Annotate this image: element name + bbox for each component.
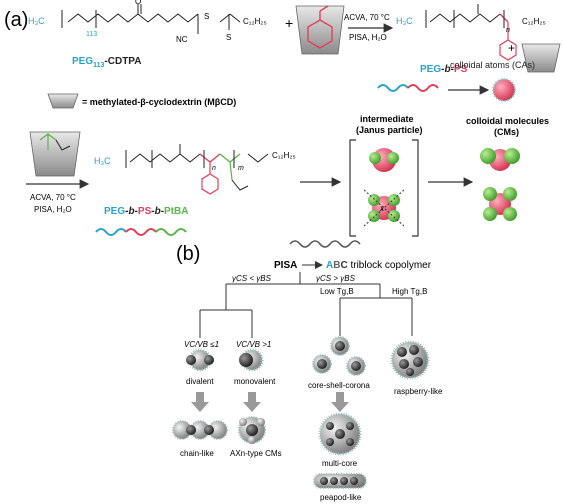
grey-arrow-2 bbox=[243, 392, 261, 412]
cond-left: γCS < γBS bbox=[232, 274, 272, 283]
peg-b-ps-structure bbox=[425, 4, 517, 61]
abc-wavy-chain bbox=[289, 240, 361, 248]
peapod-label: peapod-like bbox=[320, 493, 362, 502]
chain-like-label: chain-like bbox=[180, 449, 214, 458]
core-shell-label: core-shell-corona bbox=[308, 381, 370, 390]
nc-label: NC bbox=[176, 35, 188, 44]
cond2-a: ACVA, 70 °C bbox=[30, 193, 76, 202]
mbcd-legend-icon bbox=[47, 93, 79, 109]
pisa-label: PISA bbox=[274, 260, 297, 271]
cond2-b: PISA, H₂O bbox=[34, 205, 72, 214]
axn-label: AXn-type CMs bbox=[230, 449, 282, 458]
intermediate-title-1: intermediate bbox=[360, 114, 414, 124]
peg-cdtpa-structure bbox=[61, 4, 241, 34]
raspberry-particle bbox=[390, 340, 430, 380]
cond-right: γCS > γBS bbox=[316, 274, 356, 283]
cm-title-2: (CMs) bbox=[494, 127, 519, 137]
intermediate-title-2: (Janus particle) bbox=[356, 125, 423, 135]
product1-label: PEG-b-PS bbox=[420, 64, 468, 75]
panel-a-label: (a) bbox=[4, 9, 28, 31]
reactant1-label: PEG113-CDTPA bbox=[72, 56, 141, 69]
multi-core-label: multi-core bbox=[322, 459, 358, 468]
divalent-particle bbox=[186, 348, 214, 372]
low-tg: Low Tg,B bbox=[320, 287, 354, 296]
product2-label: PEG-b-PS-b-PtBA bbox=[104, 206, 188, 217]
ca-label: colloidal atoms (CAs) bbox=[450, 60, 535, 70]
m-subscript: m bbox=[238, 165, 244, 172]
raspberry-label: raspberry-like bbox=[394, 387, 443, 396]
triblock-ps-part bbox=[125, 228, 157, 236]
peapod-particle bbox=[313, 473, 367, 489]
colloidal-molecule-1 bbox=[480, 148, 520, 171]
colloidal-atom bbox=[492, 78, 516, 102]
janus-particle-bottom bbox=[363, 189, 405, 227]
cond1-b: PISA, H₂O bbox=[349, 33, 387, 42]
triblock-peg-part bbox=[95, 228, 127, 236]
h3c-label-2: H₃C bbox=[396, 16, 413, 26]
abc-copolymer-label: ABC triblock copolymer bbox=[326, 260, 432, 271]
h3c-label-3: H₃C bbox=[94, 156, 111, 166]
monovalent-label: monovalent bbox=[234, 377, 276, 386]
divalent-label: divalent bbox=[186, 377, 214, 386]
o-atom: O bbox=[135, 0, 141, 6]
s-atom: S bbox=[204, 12, 209, 21]
ps-chain-part bbox=[407, 84, 439, 92]
chain-like-cores bbox=[186, 425, 214, 435]
plus-sign-1: + bbox=[285, 15, 293, 31]
decision-tree-lines bbox=[199, 272, 413, 338]
c12h25-label-3: C₁₂H₂₅ bbox=[272, 151, 296, 160]
peg-ps-chain bbox=[377, 84, 409, 92]
peg-ps-ptba-structure bbox=[125, 144, 269, 195]
empty-mbcd-cup bbox=[521, 43, 561, 73]
axn-cm-assembly bbox=[238, 416, 266, 444]
plus-sign-2: + bbox=[508, 41, 515, 55]
colloidal-molecule-2 bbox=[483, 187, 517, 221]
cond1-a: ACVA, 70 °C bbox=[344, 13, 390, 22]
vc-gt: VC/VB >1 bbox=[236, 340, 271, 349]
c12h25-label-2: C₁₂H₂₅ bbox=[522, 17, 546, 26]
n-subscript-2: n bbox=[212, 165, 216, 172]
x-label: x bbox=[379, 204, 385, 213]
grey-arrow-1 bbox=[191, 392, 209, 412]
grey-arrow-3 bbox=[331, 392, 349, 412]
multi-core-particle bbox=[318, 412, 362, 456]
bracket-right bbox=[412, 139, 419, 237]
styrene-in-mbcd bbox=[295, 5, 345, 55]
tba-in-mbcd bbox=[29, 131, 81, 177]
h3c-label: H₃C bbox=[28, 16, 45, 26]
c12h25-label: C₁₂H₂₅ bbox=[243, 17, 267, 26]
chain-like-assembly bbox=[172, 420, 228, 440]
core-shell-corona-particles bbox=[312, 336, 366, 376]
n-subscript: n bbox=[506, 27, 510, 34]
janus-particle-top bbox=[369, 148, 399, 172]
bracket-left bbox=[349, 139, 356, 237]
vc-le: VC/VB ≤1 bbox=[184, 340, 219, 349]
high-tg: High Tg,B bbox=[392, 287, 427, 296]
panel-b-label: (b) bbox=[176, 243, 200, 265]
s-atom-2: S bbox=[226, 33, 231, 42]
monovalent-particle bbox=[239, 348, 264, 372]
triblock-ptba-part bbox=[155, 228, 187, 236]
cm-title-1: colloidal molecules bbox=[466, 116, 549, 126]
peg-sub-113: 113 bbox=[86, 31, 97, 38]
mbcd-legend-text: = methylated-β-cyclodextrin (MβCD) bbox=[82, 97, 236, 107]
